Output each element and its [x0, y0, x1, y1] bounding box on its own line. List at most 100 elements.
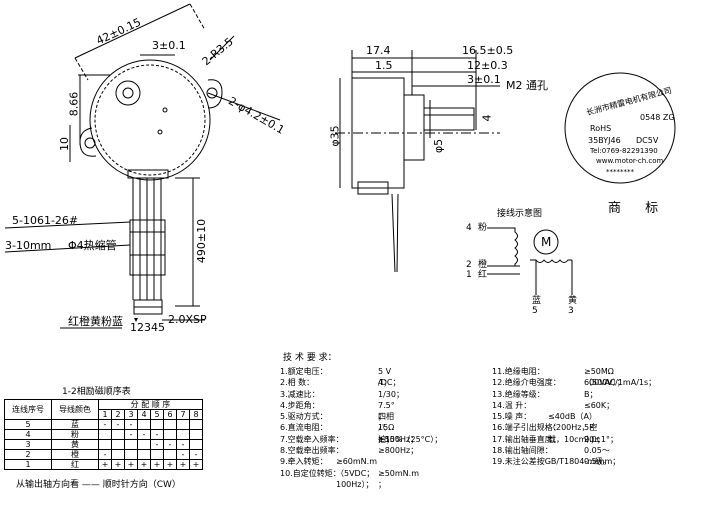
- spec-value: ≥50MΩ（500V）；: [584, 367, 625, 388]
- cell: [137, 449, 151, 460]
- spec-value: ≥60mN.m（5VDC；100Hz）；: [336, 457, 377, 489]
- pin-4-num: 4: [466, 223, 472, 233]
- cell: -: [137, 429, 151, 440]
- front-view-body: [79, 59, 223, 181]
- spec-value: ≤40dB（A）（200Hz，空载，10cm）；: [548, 412, 599, 444]
- specs-right: 11.绝缘电阻： ≥50MΩ（500V）； 12.绝缘介电强度： 600VAC/1m…: [492, 366, 656, 468]
- direction-note: 从输出轴方向看 —— 顺时针方向（CW）: [16, 480, 181, 490]
- spec-label: 16.端子引出规格：: [492, 423, 561, 433]
- cell: +: [98, 459, 112, 470]
- spec-label: 6.直流电阻：: [280, 423, 328, 433]
- label-web: www.motor-ch.com: [596, 157, 664, 165]
- row-color: 蓝: [51, 419, 99, 430]
- thread-label: M2 通孔: [506, 79, 548, 92]
- table-row: 4 粉 - - -: [4, 429, 203, 440]
- strip-label: 3-10mm: [5, 239, 52, 252]
- cell: +: [176, 459, 190, 470]
- spec-value: 600VAC/1mA/1s；: [584, 378, 657, 388]
- spec-label: 3.减速比：: [280, 389, 320, 399]
- row-seq: 2: [4, 449, 52, 460]
- spec-value: 15Ω ±15%（25°C）；: [378, 423, 443, 444]
- cell: [189, 439, 203, 450]
- cell: -: [176, 439, 190, 450]
- row-color: 黄: [51, 439, 99, 450]
- row-seq: 4: [4, 429, 52, 440]
- dim-3: 3±0.1: [467, 73, 501, 86]
- cell: [137, 439, 151, 450]
- spec-value: B；: [584, 389, 598, 399]
- wiring-title: 接线示意图: [497, 209, 543, 219]
- dim-1-5: 1.5: [375, 59, 393, 72]
- dim-shaft: φ5: [432, 138, 446, 154]
- dim-offset: 3±0.1: [152, 39, 186, 52]
- dim-12: 12±0.3: [467, 59, 508, 72]
- cell: [150, 419, 164, 430]
- dim-flat: 4: [480, 114, 494, 122]
- cell: [111, 439, 125, 450]
- cell: [176, 429, 190, 440]
- dim-wire-length: 490±10: [195, 218, 209, 264]
- cell: +: [111, 459, 125, 470]
- cell: [163, 429, 177, 440]
- pin-5-num: 5: [532, 306, 538, 316]
- side-view-body: [335, 77, 500, 273]
- cell: -: [111, 419, 125, 430]
- spec-value: 0.05～0.5mm；: [584, 446, 621, 467]
- spec-label: 17.输出轴垂直度：: [492, 434, 561, 444]
- spec-value: 5P-2.0；: [584, 423, 605, 444]
- cell: [189, 419, 203, 430]
- cell: -: [189, 449, 203, 460]
- spec-label: 15.噪 声：: [492, 412, 532, 422]
- spec-value: 90±1°；: [584, 434, 618, 444]
- spec-value: ≥500Hz；: [378, 434, 419, 444]
- spec-label: 9.牵入转矩：: [280, 457, 328, 467]
- spec-label: 12.绝缘介电强度：: [492, 378, 561, 388]
- step-header: 1: [98, 409, 112, 420]
- spec-label: 10.自定位转矩：: [280, 468, 341, 478]
- cell: [189, 429, 203, 440]
- pin-3-num: 3: [568, 306, 574, 316]
- cell: [137, 419, 151, 430]
- cell: [98, 439, 112, 450]
- spec-label: 7.空载牵入频率：: [280, 434, 344, 444]
- spec-value: 1/30；: [378, 389, 404, 399]
- spec-value: ≥800Hz；: [378, 446, 419, 456]
- table-row: 2 橙 - - -: [4, 449, 203, 460]
- cell: [124, 449, 138, 460]
- header-order: 分 配 顺 序: [98, 399, 203, 410]
- cell: -: [124, 429, 138, 440]
- phase-table-title: 1-2相励磁顺序表: [62, 387, 131, 397]
- dim-height: 8.66: [67, 91, 81, 117]
- spec-label: 14.温 升：: [492, 400, 532, 410]
- cell: [111, 449, 125, 460]
- specs-left: 1.额定电压：5 V /DC； 2.相 数：4； 3.减速比：1/30； 4.步…: [280, 366, 442, 489]
- cell: -: [98, 419, 112, 430]
- pin-5-color: 蓝: [532, 296, 542, 306]
- cell: +: [137, 459, 151, 470]
- wire-colors-label: 红橙黄粉蓝: [68, 315, 123, 328]
- cell: -: [176, 449, 190, 460]
- cell: -: [98, 449, 112, 460]
- cell: -: [150, 429, 164, 440]
- cell: +: [150, 459, 164, 470]
- specs-title: 技 术 要 求：: [283, 353, 337, 363]
- table-row: 1 红 + + + + + + + +: [4, 459, 203, 470]
- spec-label: 4.步距角：: [280, 400, 320, 410]
- phase-table: 连线序号 导线颜色 分 配 顺 序 1 2 3 4 5 6 7 8 5 蓝 - …: [4, 399, 203, 470]
- row-seq: 5: [4, 419, 52, 430]
- row-seq: 1: [4, 459, 52, 470]
- pin-numbers: 12345: [130, 321, 165, 334]
- spec-label: 5.驱动方式：: [280, 412, 328, 422]
- spec-label: 13.绝缘等级：: [492, 389, 545, 399]
- table-row: 5 蓝 - - -: [4, 419, 203, 430]
- label-voltage: DC5V: [636, 136, 659, 145]
- table-row: 3 黄 - - -: [4, 439, 203, 450]
- step-header: 6: [163, 409, 177, 420]
- spec-label: 8.空载牵出频率：: [280, 446, 344, 456]
- spec-value: ≤60K；: [584, 400, 615, 410]
- spec-label: 11.绝缘电阻：: [492, 367, 545, 376]
- cell: [163, 419, 177, 430]
- spec-value: 四相八拍；: [378, 412, 394, 444]
- spec-value: 4；: [378, 378, 392, 388]
